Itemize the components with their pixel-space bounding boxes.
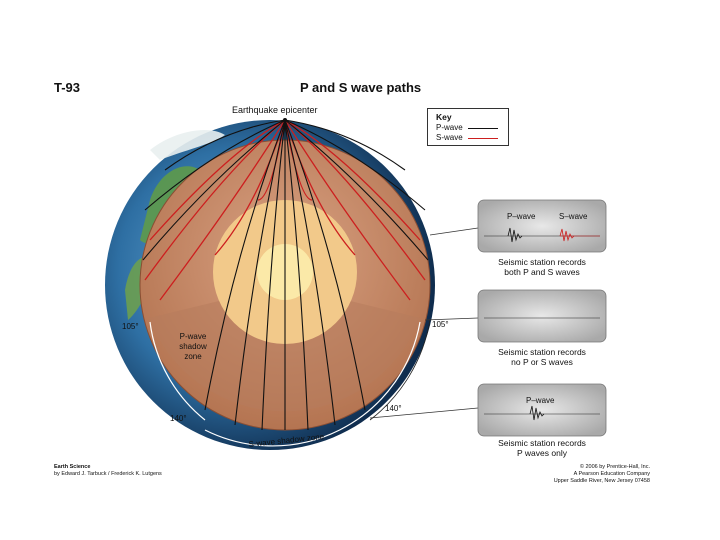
footer-book-title: Earth Science xyxy=(54,464,91,470)
station-top-caption: Seismic station records both P and S wav… xyxy=(482,257,602,277)
p-shadow-arc xyxy=(149,321,206,421)
station-drum xyxy=(477,199,607,253)
station-top xyxy=(477,199,607,253)
caption-line: Seismic station records xyxy=(498,257,586,267)
p-wave-rays xyxy=(142,119,429,431)
caption-line: no P or S waves xyxy=(511,357,573,367)
right-arc xyxy=(369,319,431,421)
page-title: P and S wave paths xyxy=(300,80,422,95)
angle-right-105: 105° xyxy=(432,320,449,329)
key-s-label: S-wave xyxy=(436,133,463,142)
caption-line: Seismic station records xyxy=(498,438,586,448)
caption-line: Seismic station records xyxy=(498,347,586,357)
ice-shape xyxy=(150,130,225,160)
footer-right: © 2006 by Prentice-Hall, Inc. A Pearson … xyxy=(520,464,650,485)
station-drum xyxy=(477,383,607,437)
p-shadow-line-1: P-wave xyxy=(179,332,207,341)
epicenter-point xyxy=(283,118,287,122)
station-drum xyxy=(477,289,607,343)
p-wave-trace xyxy=(529,405,545,421)
p-wave-ray xyxy=(284,119,366,411)
legend-key: Key P-wave S-wave xyxy=(427,108,509,146)
key-p-label: P-wave xyxy=(436,123,463,132)
caption-line: both P and S waves xyxy=(504,267,580,277)
p-wave-ray xyxy=(284,119,309,431)
s-wave-ray xyxy=(144,119,286,281)
p-wave-ray xyxy=(284,119,336,426)
s-wave-ray xyxy=(284,119,426,281)
station-top-p-label: P–wave xyxy=(507,212,536,221)
p-wave-ray xyxy=(164,119,286,171)
p-wave-ray xyxy=(204,119,286,411)
s-wave-ray xyxy=(159,119,286,301)
leader-line-middle xyxy=(424,317,479,321)
station-middle-caption: Seismic station records no P or S waves xyxy=(482,347,602,367)
epicenter-label: Earthquake epicenter xyxy=(232,105,318,115)
station-leaders xyxy=(369,227,479,419)
p-wave-ray xyxy=(261,119,286,431)
station-bottom-p-label: P–wave xyxy=(526,396,555,405)
station-middle xyxy=(477,289,607,343)
station-top-s-label: S–wave xyxy=(559,212,588,221)
p-wave-ray xyxy=(142,119,286,261)
station-bottom xyxy=(477,383,607,437)
angle-right-140: 140° xyxy=(385,404,402,413)
footer-left: Earth Science by Edward J. Tarbuck / Fre… xyxy=(54,464,162,478)
angle-left-140: 140° xyxy=(170,414,187,423)
shadow-zone-outline xyxy=(369,319,431,421)
p-wave-ray xyxy=(284,119,406,171)
s-wave-ray xyxy=(284,119,411,301)
s-shadow-arc xyxy=(204,321,421,447)
p-shadow-zone-label: P-wave shadow zone xyxy=(168,332,218,362)
p-shadow-line-3: zone xyxy=(184,352,202,361)
footer-authors: by Edward J. Tarbuck / Frederick K. Lutg… xyxy=(54,471,162,477)
leader-line-bottom xyxy=(369,407,479,419)
s-wave-trace xyxy=(559,228,575,242)
key-title: Key xyxy=(436,112,452,122)
footer-publisher: A Pearson Education Company xyxy=(573,471,650,477)
p-shadow-line-2: shadow xyxy=(179,342,207,351)
p-wave-ray xyxy=(144,119,286,211)
p-wave-ray xyxy=(284,119,426,211)
footer-address: Upper Saddle River, New Jersey 07458 xyxy=(553,478,650,484)
key-p-line xyxy=(468,128,498,129)
p-wave-trace xyxy=(507,227,523,243)
p-wave-ray xyxy=(284,119,429,261)
station-bottom-caption: Seismic station records P waves only xyxy=(482,438,602,458)
footer-copyright: © 2006 by Prentice-Hall, Inc. xyxy=(579,464,650,470)
s-wave-ray xyxy=(284,119,421,241)
caption-line: P waves only xyxy=(517,448,567,458)
p-wave-ray xyxy=(234,119,286,426)
key-s-line xyxy=(468,138,498,139)
figure-code: T-93 xyxy=(54,80,81,95)
s-wave-ray xyxy=(149,119,286,241)
angle-left-105: 105° xyxy=(122,322,139,331)
shadow-zone-arcs xyxy=(149,321,421,447)
leader-line-top xyxy=(429,227,479,236)
